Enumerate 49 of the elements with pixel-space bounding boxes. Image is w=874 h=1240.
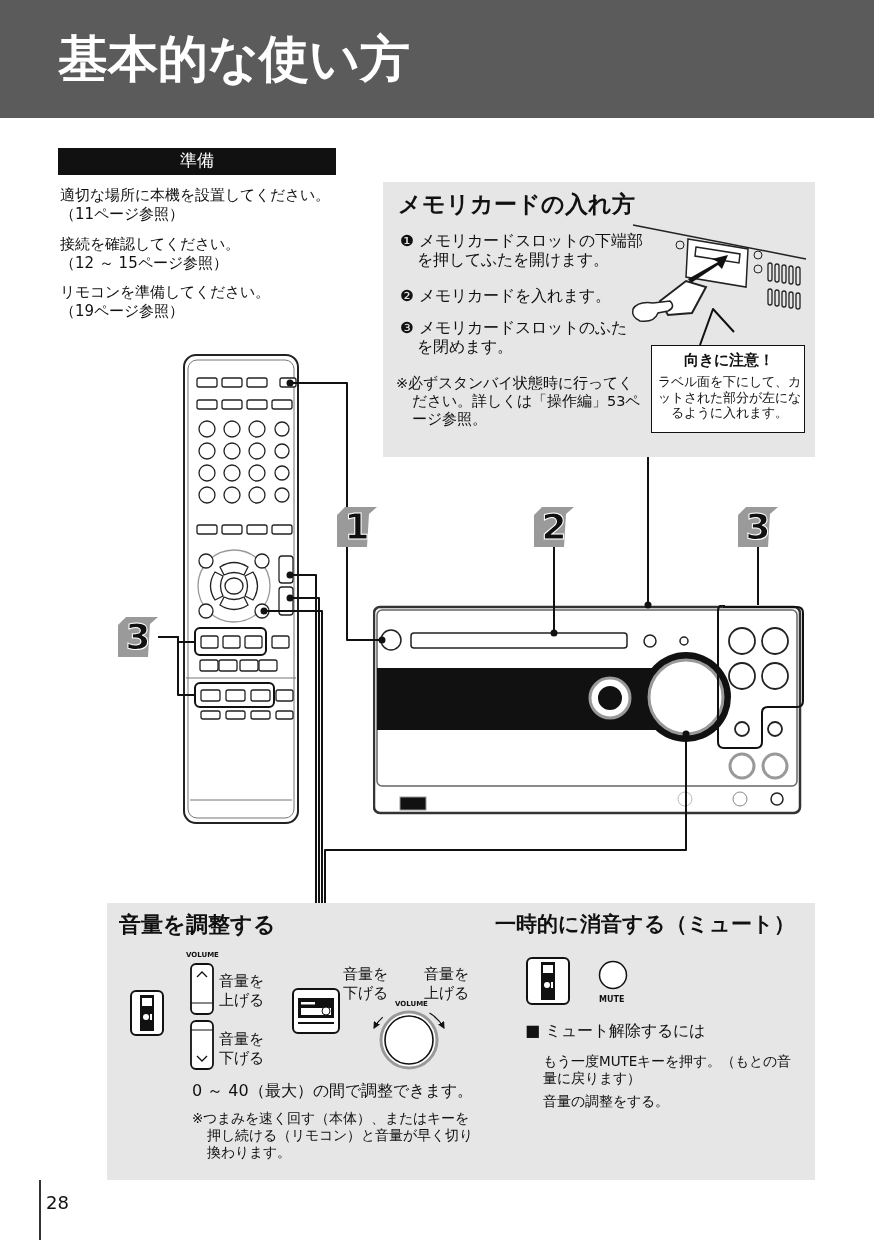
step-badge	[738, 507, 778, 547]
panel-heading: 音量を調整する	[119, 911, 277, 939]
callout-box	[651, 345, 805, 433]
leader-line	[346, 546, 386, 644]
section-band	[58, 148, 336, 175]
page-number: 28	[46, 1192, 69, 1215]
step-text: ❸ メモリカードスロットのふたを閉めます。	[400, 319, 628, 358]
leader-line	[699, 308, 735, 346]
remote-control-drawing	[182, 353, 300, 825]
leader-line	[644, 456, 652, 609]
step-badge	[118, 617, 158, 657]
body-text: 音量の調整をする。	[543, 1093, 670, 1110]
section-heading: 準備	[179, 150, 215, 172]
direction-label: 音量を上げる	[219, 972, 265, 1010]
direction-label: 音量を下げる	[219, 1030, 265, 1068]
instruction-text: リモコンを準備してください。（19ページ参照）	[60, 283, 271, 321]
step-text: ❶ メモリカードスロットの下端部を押してふたを開けます。	[400, 232, 644, 271]
instruction-text: 適切な場所に本機を設置してください。（11ページ参照）	[60, 186, 331, 224]
info-panel	[485, 903, 815, 1180]
leader-line	[286, 379, 348, 508]
leader-line	[757, 546, 759, 606]
leader-line	[550, 546, 558, 637]
panel-heading: 一時的に消音する（ミュート）	[495, 911, 796, 938]
note-text: ※必ずスタンバイ状態時に行ってください。詳しくは「操作編」53ページ参照。	[396, 374, 642, 429]
page-title: 基本的な使い方	[58, 29, 410, 90]
button-label: MUTE	[599, 995, 625, 1005]
direction-label: 音量を上げる	[424, 965, 470, 1002]
body-text: もう一度MUTEキーを押す。（もとの音量に戻ります）	[543, 1053, 793, 1087]
note-text: ※つまみを速く回す（本体）、またはキーを押し続ける（リモコン）と音量が早く切り換わります。	[192, 1110, 474, 1161]
leader-line	[260, 607, 323, 904]
leader-line	[324, 730, 690, 904]
callout-text: ラベル面を下にして、カットされた部分が左になるように入れます。	[656, 374, 802, 421]
step-number: 2	[540, 505, 568, 549]
panel-heading: メモリカードの入れ方	[398, 190, 636, 219]
step-number: 3	[124, 615, 152, 659]
step-badge	[534, 507, 574, 547]
step-number: 1	[343, 505, 371, 549]
step-text: ❷ メモリカードを入れます。	[400, 287, 612, 307]
subheading: ■ ミュート解除するには	[525, 1021, 707, 1041]
direction-label: 音量を下げる	[343, 965, 389, 1003]
info-panel	[383, 182, 815, 457]
stereo-unit-drawing	[373, 605, 805, 815]
body-text: 0 ～ 40（最大）の間で調整できます。	[192, 1081, 474, 1101]
leader-line	[157, 636, 196, 696]
instruction-text: 接続を確認してください。（12 ～ 15ページ参照）	[60, 235, 241, 273]
info-panel	[107, 903, 485, 1180]
step-badge	[337, 507, 377, 547]
step-number: 3	[744, 505, 772, 549]
callout-heading: 向きに注意！	[683, 351, 775, 370]
